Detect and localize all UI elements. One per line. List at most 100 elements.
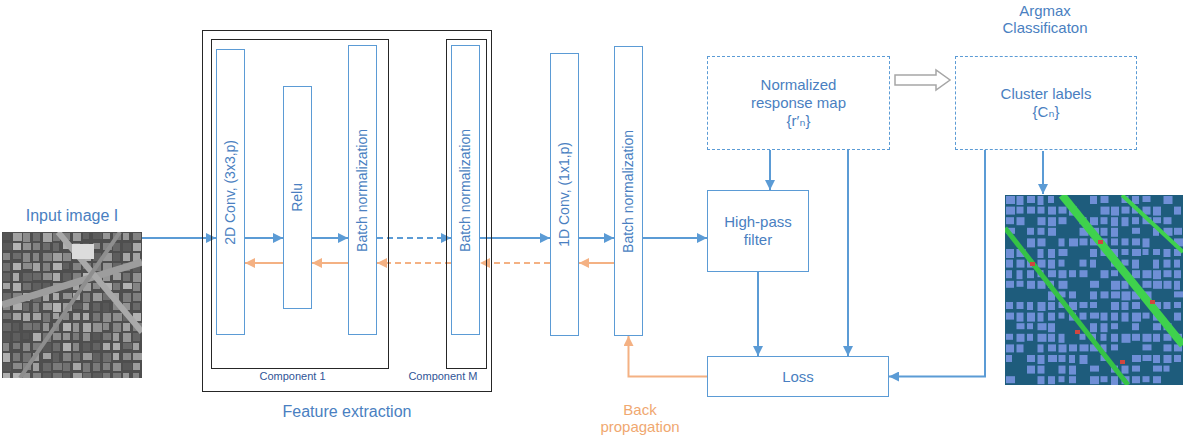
image-detail (63, 333, 70, 340)
image-detail (43, 263, 50, 271)
node-label: 2D Conv, (3x3,p) (222, 140, 239, 245)
image-detail (1101, 376, 1108, 382)
image-detail (58, 232, 142, 332)
node-label: {r′ₙ} (787, 112, 811, 130)
image-detail (1174, 260, 1180, 268)
image-detail (3, 333, 10, 342)
image-detail (1069, 291, 1076, 298)
image-detail (1101, 291, 1109, 298)
batch-norm-box: Batch normalization (614, 46, 643, 336)
batch-norm-box: Batch normalization (348, 45, 377, 335)
batch-norm-box: Batch normalization (451, 45, 480, 335)
image-detail (53, 333, 61, 340)
image-detail (1027, 366, 1035, 374)
image-detail (1153, 249, 1160, 255)
image-detail (1017, 302, 1024, 309)
image-detail (23, 273, 32, 281)
image-detail (13, 313, 21, 320)
image-detail (1038, 196, 1044, 205)
image-detail (1027, 302, 1033, 310)
image-detail (1038, 366, 1045, 374)
image-detail (1038, 355, 1045, 364)
image-detail (1132, 302, 1140, 309)
image-detail (133, 243, 141, 251)
image-detail (1174, 207, 1181, 215)
image-detail (43, 303, 52, 310)
image-detail (23, 233, 30, 242)
image-detail (1038, 249, 1044, 258)
image-detail (1048, 355, 1057, 362)
image-detail (1038, 302, 1046, 311)
image-detail (53, 253, 62, 261)
image-detail (1038, 344, 1044, 352)
image-detail (1030, 262, 1035, 266)
image-detail (1164, 355, 1172, 363)
image-detail (1090, 323, 1097, 332)
response-map-box: Normalized response map{r′ₙ} (707, 56, 890, 150)
filter-box: High-pass filter (707, 190, 809, 272)
node-label: Loss (782, 368, 814, 386)
activation-box: Relu (283, 86, 312, 309)
image-detail (1080, 270, 1088, 277)
image-detail (103, 333, 111, 340)
image-detail (1006, 249, 1014, 258)
image-detail (1069, 344, 1077, 351)
image-detail (63, 343, 71, 351)
image-detail (1048, 217, 1056, 226)
image-detail (3, 343, 9, 351)
image-detail (1006, 376, 1015, 383)
image-detail (1038, 238, 1046, 246)
image-detail (1164, 302, 1171, 309)
image-detail (1132, 260, 1139, 269)
image-detail (1059, 366, 1066, 374)
image-detail (1143, 334, 1152, 342)
image-detail (1111, 291, 1120, 298)
image-detail (1132, 313, 1141, 322)
image-detail (73, 323, 79, 332)
image-detail (1153, 366, 1162, 372)
image-detail (1017, 313, 1024, 322)
image-detail (23, 243, 31, 250)
image-detail (1006, 270, 1012, 278)
image-detail (113, 373, 121, 378)
operation-label: Argmax Classificaton (990, 2, 1100, 37)
image-detail (1111, 228, 1118, 237)
image-detail (1143, 355, 1152, 361)
image-detail (1080, 238, 1088, 245)
backprop-arrow (312, 262, 348, 264)
image-detail (72, 244, 94, 259)
image-detail (33, 233, 40, 241)
image-detail (113, 323, 121, 332)
flow-arrow (142, 237, 216, 239)
conv-layer-box: 2D Conv, (3x3,p) (216, 49, 245, 335)
image-detail (1006, 217, 1014, 224)
image-detail (53, 303, 61, 312)
image-detail (1048, 228, 1056, 236)
image-detail (13, 283, 21, 291)
image-detail (1153, 281, 1162, 289)
group-heading: Component 1 (260, 370, 326, 383)
image-detail (1101, 196, 1109, 203)
image-detail (1080, 313, 1087, 320)
image-detail (113, 353, 119, 360)
flow-arrow (579, 237, 614, 239)
image-detail (1090, 196, 1097, 204)
image-detail (1006, 207, 1015, 215)
image-detail (1164, 260, 1171, 268)
image-detail (23, 283, 31, 290)
image-detail (123, 273, 130, 281)
image-detail (1143, 376, 1150, 382)
image-detail (93, 293, 102, 301)
image-detail (3, 263, 10, 271)
image-detail (1132, 366, 1140, 372)
image-detail (1069, 270, 1076, 277)
image-detail (1111, 313, 1118, 321)
image-detail (1027, 355, 1035, 362)
image-detail (1006, 344, 1014, 352)
image-detail (1048, 313, 1055, 321)
image-detail (33, 303, 39, 312)
image-detail (93, 303, 100, 311)
image-detail (1059, 238, 1065, 246)
image-detail (1080, 260, 1087, 267)
image-detail (123, 333, 131, 342)
